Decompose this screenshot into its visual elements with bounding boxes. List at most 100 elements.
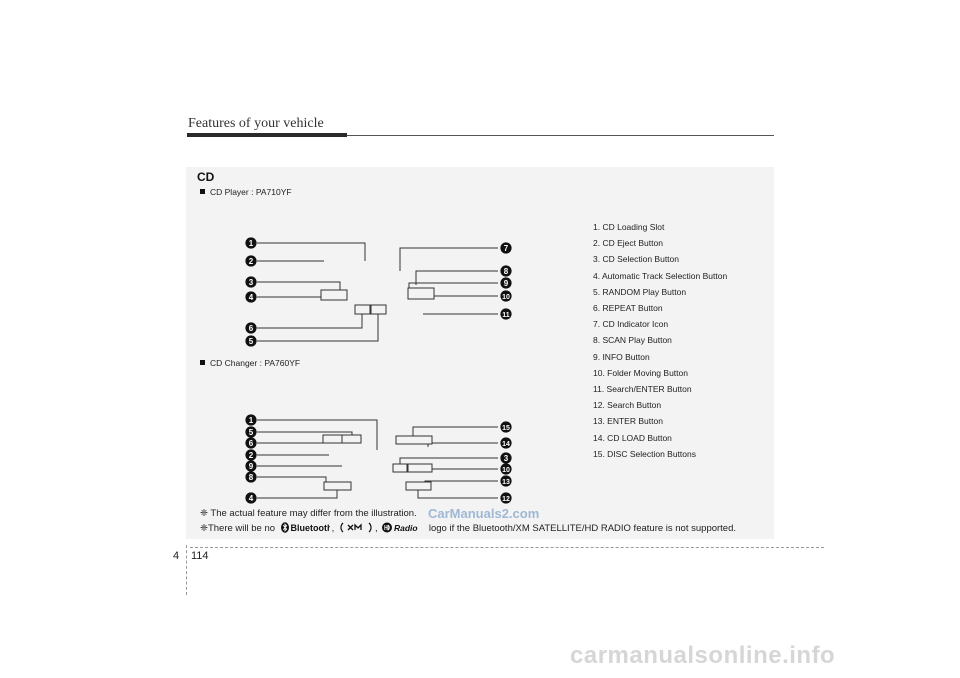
legend-item: 6. REPEAT Button <box>593 303 663 314</box>
xm-logo-icon <box>340 522 372 533</box>
leader-line <box>257 313 379 342</box>
legend-item: 15. DISC Selection Buttons <box>593 448 697 459</box>
svg-text:3: 3 <box>504 454 509 463</box>
leader-line <box>427 442 498 447</box>
callout-marker: 2 <box>245 255 257 267</box>
callout-marker: 1 <box>245 237 257 249</box>
svg-text:6: 6 <box>249 324 254 333</box>
svg-text:12: 12 <box>502 496 510 503</box>
svg-text:6: 6 <box>249 439 254 448</box>
callout-marker: 6 <box>245 437 257 449</box>
leader-line <box>257 419 378 450</box>
callout-marker: 10 <box>500 290 512 302</box>
page-header-title: Features of your vehicle <box>188 116 324 131</box>
legend-item: 3. CD Selection Button <box>593 254 679 265</box>
svg-text:8: 8 <box>249 473 254 482</box>
callout-marker: 5 <box>245 335 257 347</box>
changer-button-box <box>392 463 408 473</box>
leader-line <box>257 313 363 329</box>
callout-marker: 8 <box>245 471 257 483</box>
changer-button-box <box>407 463 433 473</box>
changer-button-box <box>341 434 362 444</box>
svg-text:10: 10 <box>502 467 510 474</box>
cd-player-label-text: CD Player : PA710YF <box>210 187 292 197</box>
leader-line <box>424 480 498 484</box>
note-logo-text-after: logo if the Bluetooth/XM SATELLITE/HD RA… <box>428 523 737 534</box>
legend-item: 14. CD LOAD Button <box>593 432 672 443</box>
note-logo: ❈There will be no Bluetooth , , Radio lo… <box>200 522 736 534</box>
svg-text:2: 2 <box>249 451 254 460</box>
svg-text:Radio: Radio <box>394 523 418 533</box>
callout-marker: 12 <box>500 492 512 504</box>
callout-marker: 9 <box>245 460 257 472</box>
leader-line <box>408 282 498 288</box>
svg-text:1: 1 <box>249 416 254 425</box>
leader-line <box>257 281 341 290</box>
svg-text:4: 4 <box>249 293 254 302</box>
leader-line <box>257 242 366 261</box>
header-rule-thick <box>187 133 347 137</box>
callout-marker: 13 <box>500 475 512 487</box>
svg-text:14: 14 <box>502 441 510 448</box>
header-rule-thin <box>347 135 774 136</box>
legend-item: 1. CD Loading Slot <box>593 222 665 232</box>
hd-radio-logo-icon: Radio <box>382 522 418 533</box>
svg-text:5: 5 <box>249 428 254 437</box>
player-button-box <box>320 289 348 301</box>
legend-item: 12. Search Button <box>593 400 662 411</box>
callout-marker: 8 <box>500 265 512 277</box>
player-button-box <box>354 304 371 315</box>
page-number: 114 <box>191 550 209 562</box>
changer-button-box <box>405 481 432 491</box>
bullet-square-icon <box>200 360 205 365</box>
note-illustration: ❈ The actual feature may differ from the… <box>200 508 417 519</box>
leader-line <box>417 490 498 499</box>
chapter-number: 4 <box>173 550 180 562</box>
leader-line <box>257 476 327 483</box>
player-button-box <box>407 287 435 300</box>
svg-text:13: 13 <box>502 479 510 486</box>
svg-text:1: 1 <box>249 239 254 248</box>
svg-text:7: 7 <box>504 244 509 253</box>
footer-rule <box>190 547 824 548</box>
legend-item: 4. Automatic Track Selection Button <box>593 270 728 281</box>
svg-text:4: 4 <box>249 494 254 503</box>
leader-line <box>412 426 498 437</box>
callout-marker: 3 <box>245 276 257 288</box>
callout-marker: 14 <box>500 437 512 449</box>
svg-text:Bluetooth: Bluetooth <box>290 523 330 533</box>
legend-item: 7. CD Indicator Icon <box>593 319 669 330</box>
callout-marker: 15 <box>500 421 512 433</box>
callout-marker: 6 <box>245 322 257 334</box>
footer-divider <box>186 545 187 595</box>
legend-item: 10. Folder Moving Button <box>593 367 688 378</box>
leader-line <box>399 247 498 271</box>
callout-marker: 1 <box>245 414 257 426</box>
svg-text:3: 3 <box>249 278 254 287</box>
bluetooth-logo-icon: Bluetooth <box>280 522 330 533</box>
cd-changer-label-text: CD Changer : PA760YF <box>210 358 301 368</box>
cd-player-label: CD Player : PA710YF <box>200 187 292 197</box>
legend-item: 2. CD Eject Button <box>593 238 663 249</box>
svg-text:11: 11 <box>502 312 510 319</box>
section-title: CD <box>197 170 215 184</box>
watermark: CarManuals2.com <box>428 506 540 521</box>
legend-item: 8. SCAN Play Button <box>593 335 672 346</box>
leader-line <box>415 270 498 285</box>
callout-marker: 10 <box>500 463 512 475</box>
legend-item: 5. RANDOM Play Button <box>593 286 687 297</box>
player-button-box <box>370 304 387 315</box>
svg-text:9: 9 <box>504 279 509 288</box>
cd-changer-label: CD Changer : PA760YF <box>200 358 300 368</box>
svg-text:8: 8 <box>504 267 509 276</box>
note-separator: , <box>374 523 378 534</box>
changer-button-box <box>322 434 343 444</box>
legend-list: 1. CD Loading Slot 2. CD Eject Button 3.… <box>593 219 727 462</box>
callout-marker: 4 <box>245 291 257 303</box>
legend-item: 13. ENTER Button <box>593 416 663 427</box>
svg-text:5: 5 <box>249 337 254 346</box>
callout-marker: 3 <box>500 452 512 464</box>
svg-text:9: 9 <box>249 462 254 471</box>
callout-marker: 4 <box>245 492 257 504</box>
